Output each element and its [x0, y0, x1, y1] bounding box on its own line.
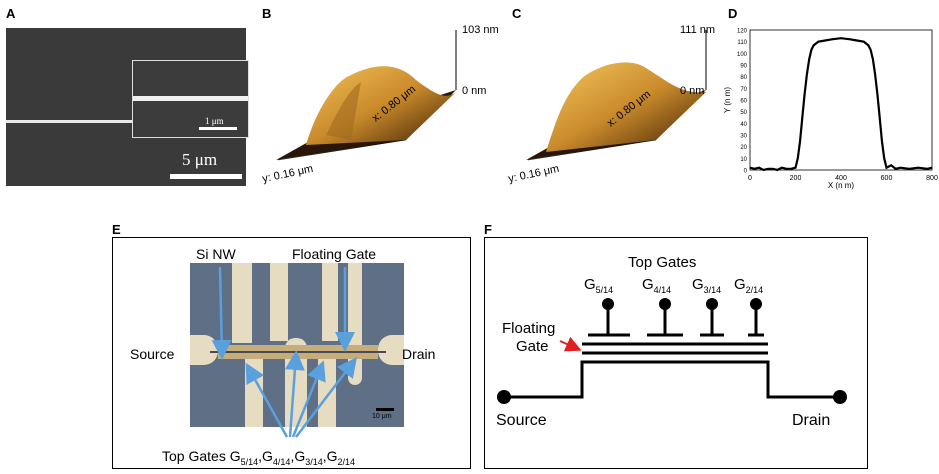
label-floating-gate: Floating Gate — [292, 246, 377, 262]
label-drain-f: Drain — [792, 412, 831, 429]
x-tick-label: 200 — [790, 175, 802, 182]
label-gate: Gate — [516, 338, 549, 355]
floating-gate-arrow — [559, 336, 582, 352]
gate-2-14 — [748, 298, 764, 337]
main-scalebar — [170, 174, 242, 179]
sem-inset: 1 μm — [132, 60, 249, 138]
panel-e-label: E — [112, 222, 121, 237]
y-tick-label: 80 — [740, 75, 747, 81]
gate-3-14 — [700, 298, 724, 337]
nanowire-line — [6, 120, 246, 123]
panel-f-label: F — [484, 222, 492, 237]
x-tick-label: 400 — [835, 175, 847, 182]
chart-xlabel: X (n m) — [828, 181, 855, 190]
x-tick-label: 0 — [748, 175, 752, 182]
y-tick-label: 110 — [737, 40, 747, 46]
x-tick-label: 800 — [926, 175, 938, 182]
inset-scale-label: 1 μm — [205, 116, 224, 126]
y-tick-label: 40 — [740, 122, 747, 128]
panel-d-label: D — [728, 6, 738, 21]
main-scale-label: 5 μm — [182, 150, 218, 169]
micro-scale-label: 10 μm — [372, 413, 392, 420]
afm-b-plot — [276, 30, 457, 161]
gate-5-14 — [588, 298, 630, 337]
label-floating: Floating — [502, 320, 556, 337]
circuit-diagram — [497, 298, 847, 404]
label-source-f: Source — [496, 412, 547, 429]
afm-c-height: 111 nm — [680, 24, 716, 36]
chart-frame — [749, 29, 933, 171]
panel-c-label: C — [512, 6, 522, 21]
inset-nanowire — [133, 96, 248, 101]
y-tick-label: 0 — [744, 169, 748, 175]
afm-c-zero: 0 nm — [680, 85, 705, 97]
y-tick-label: 60 — [740, 99, 747, 105]
label-si-nw: Si NW — [196, 246, 236, 262]
afm-b-shade — [326, 82, 361, 140]
label-g5: G5/14 — [584, 276, 614, 295]
profile-line — [749, 37, 933, 172]
panel-a-label: A — [6, 6, 16, 21]
y-tick-label: 100 — [737, 52, 748, 58]
y-tick-label: 90 — [740, 64, 747, 70]
gate-electrode-2 — [270, 263, 288, 341]
label-g4: G4/14 — [642, 276, 672, 295]
y-tick-label: 30 — [740, 134, 747, 140]
y-tick-label: 120 — [737, 29, 748, 35]
panel-b-label: B — [262, 6, 272, 21]
label-g3: G3/14 — [692, 276, 722, 295]
drain-pad — [378, 335, 404, 365]
label-source-e: Source — [130, 346, 175, 362]
afm-b-zero: 0 nm — [462, 85, 487, 97]
gate-4-14 — [647, 298, 683, 337]
gate-electrode-1 — [232, 263, 252, 343]
label-g2: G2/14 — [734, 276, 764, 295]
afm-c-plot — [526, 30, 707, 161]
y-tick-label: 10 — [740, 157, 747, 163]
profile-chart: 0 200 400 600 800 0 10 20 30 40 50 60 70 80 90 100 110 12… — [723, 29, 938, 191]
chart-ylabel: Y (n m) — [723, 87, 732, 113]
gate-electrode-3 — [322, 263, 338, 341]
micro-scalebar — [376, 408, 394, 411]
x-tick-label: 600 — [881, 175, 893, 182]
y-tick-label: 20 — [740, 145, 747, 151]
panel-e-arrows — [211, 266, 358, 438]
channel-line — [504, 360, 840, 399]
y-tick-label: 70 — [740, 87, 747, 93]
label-top-gates-e: Top Gates G5/14,G4/14,G3/14,G2/14 — [162, 448, 356, 467]
inset-scalebar — [199, 127, 237, 130]
sem-image: 1 μm 5 μm — [6, 28, 249, 186]
afm-c-ridge — [546, 62, 706, 152]
afm-b-height: 103 nm — [462, 24, 499, 36]
drain-terminal — [833, 390, 847, 404]
label-drain-e: Drain — [402, 346, 436, 362]
label-top-gates-f: Top Gates — [628, 254, 697, 271]
top-gates-prefix: Top Gates — [162, 448, 226, 464]
y-tick-label: 50 — [740, 110, 747, 116]
source-terminal — [497, 390, 511, 404]
